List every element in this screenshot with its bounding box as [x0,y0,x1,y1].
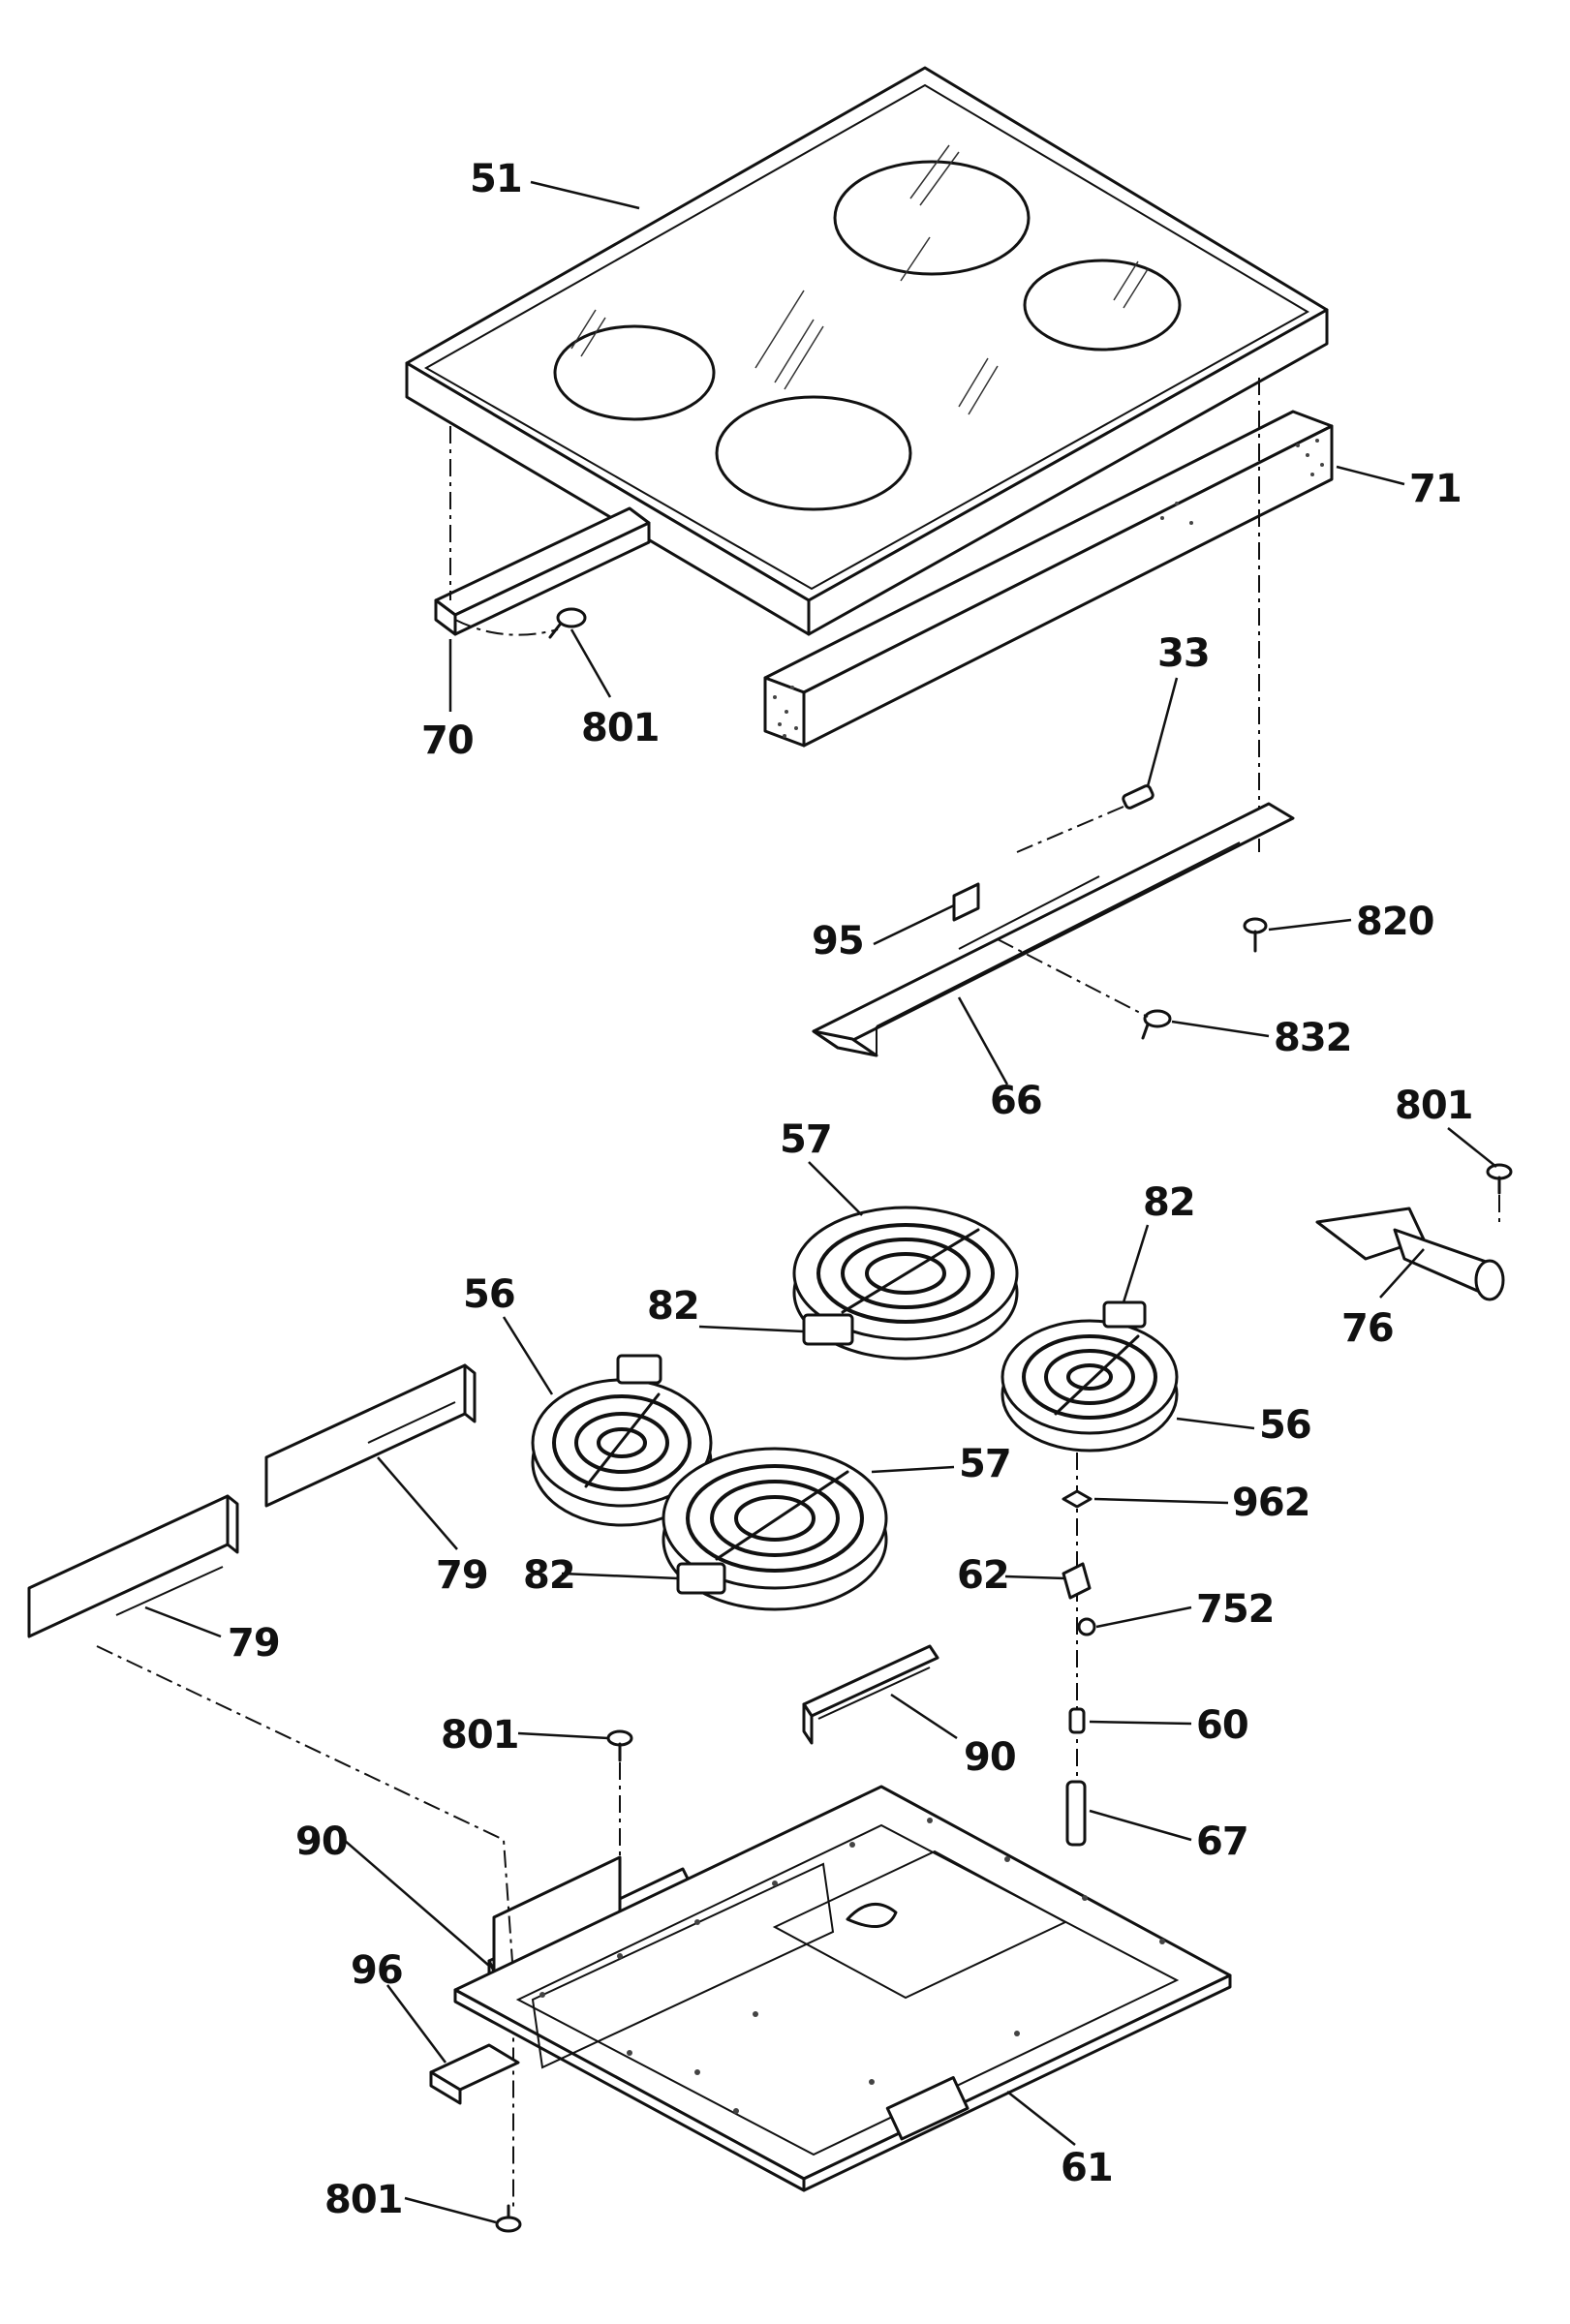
clip-part-95 [952,882,980,922]
cooktop-glass-part-51 [405,66,1329,636]
callout-820: 820 [1356,900,1434,944]
callout-79-upper: 79 [436,1553,488,1598]
leader-lines [144,180,1497,2224]
callout-90-left: 90 [295,1819,348,1864]
callout-51: 51 [470,157,522,201]
callout-76: 76 [1341,1306,1394,1351]
callouts: 51 71 70 801 33 95 820 832 66 801 76 57 … [228,157,1474,2222]
screw-801-right [1486,1163,1513,1222]
callout-60: 60 [1196,1703,1248,1748]
channel-part-90-right [802,1644,939,1745]
callout-801-top: 801 [581,706,660,750]
plate-part-96 [429,2043,520,2105]
callout-66: 66 [990,1079,1042,1123]
callout-71: 71 [1409,467,1462,511]
burner-part-57-mid [662,1447,888,1611]
panel-part-79-lower [27,1494,239,1638]
spacer-60 [1068,1707,1086,1734]
callout-832: 832 [1274,1016,1352,1060]
clip-part-62 [1062,1562,1092,1600]
callout-67: 67 [1196,1819,1248,1864]
screw-801-top [454,607,587,639]
callout-96: 96 [351,1948,403,1993]
callout-95: 95 [812,919,864,963]
callout-801-right: 801 [1395,1084,1473,1128]
callout-801-bottom: 801 [324,2178,403,2222]
panel-part-79-upper [264,1363,477,1508]
callout-61: 61 [1061,2146,1113,2190]
burner-part-57-top [792,1206,1019,1361]
callout-962: 962 [1232,1481,1310,1525]
screw-832 [997,938,1172,1040]
callout-70: 70 [421,719,474,763]
callout-62: 62 [957,1553,1009,1598]
callout-57-mid: 57 [959,1442,1011,1486]
callout-82-mid: 82 [647,1284,699,1329]
screw-820 [1243,917,1268,953]
post-67 [1065,1780,1087,1847]
callout-56-right: 56 [1259,1403,1311,1448]
base-pan-part-61 [453,1785,1232,2192]
support-bracket-part-66 [812,802,1295,1057]
callout-752: 752 [1196,1587,1275,1632]
callout-82-top-right: 82 [1143,1180,1195,1225]
burner-part-56-right [1000,1300,1179,1452]
callout-82-low: 82 [523,1553,575,1598]
callout-79-lower: 79 [228,1621,280,1666]
bracket-part-70 [434,506,651,636]
burner-part-56-left [531,1354,713,1527]
callout-801-mid: 801 [441,1713,519,1758]
trim-bar-part-71 [763,410,1334,748]
callout-57-top: 57 [780,1117,832,1162]
washer-962 [1062,1489,1093,1509]
nut-752 [1077,1617,1096,1636]
callout-33: 33 [1157,631,1210,676]
bracket-part-76 [1315,1207,1505,1301]
callout-90-right: 90 [964,1735,1016,1780]
callout-56-left: 56 [463,1272,515,1317]
screw-801-bottom [495,2204,522,2233]
sensor-part-33 [1016,784,1154,853]
